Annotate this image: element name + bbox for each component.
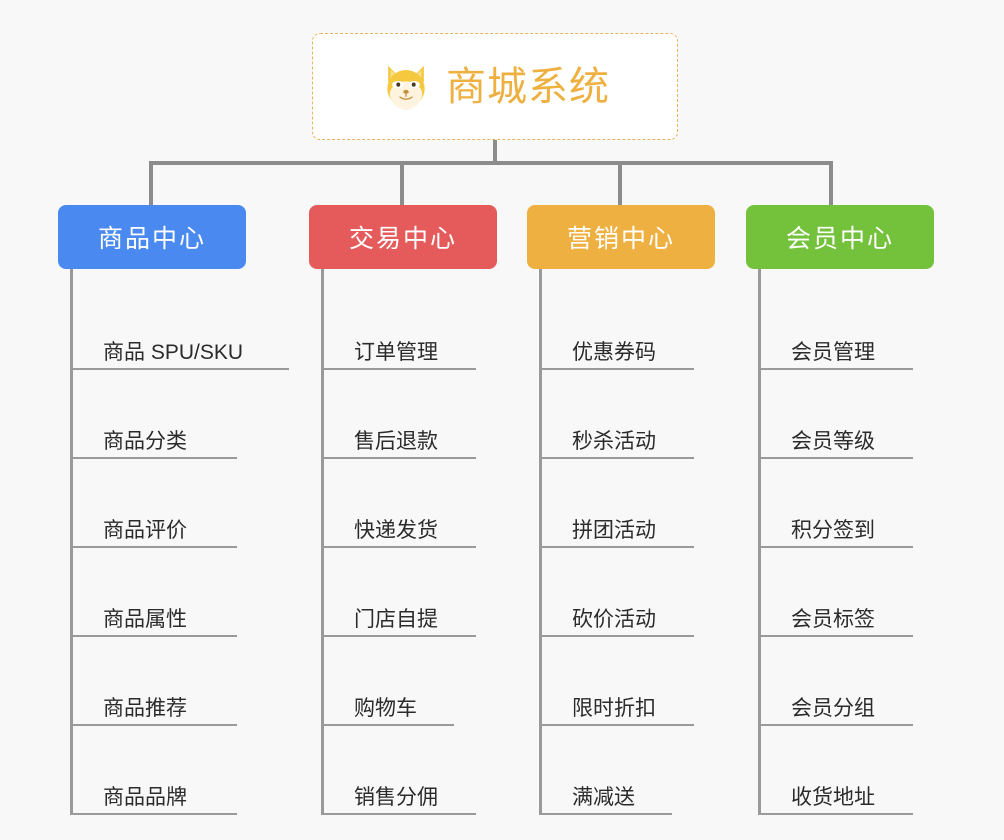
root-node[interactable]: 商城系统 (312, 33, 678, 140)
list-item-label: 购物车 (354, 696, 417, 720)
list-item-rule (758, 813, 913, 815)
branch-column-4: 会员中心 会员管理 会员等级 积分签到 会员标签 会员分组 收货地址 (746, 205, 934, 815)
branch-header-1[interactable]: 商品中心 (58, 205, 246, 269)
list-item-label: 会员分组 (791, 696, 875, 720)
list-item-label: 快递发货 (354, 518, 438, 542)
list-item[interactable]: 售后退款 (321, 370, 497, 459)
branch-items-4: 会员管理 会员等级 积分签到 会员标签 会员分组 收货地址 (758, 269, 934, 815)
list-item[interactable]: 商品 SPU/SKU (70, 281, 289, 370)
list-item[interactable]: 积分签到 (758, 459, 934, 548)
list-item-label: 限时折扣 (572, 696, 656, 720)
branch-header-label: 营销中心 (566, 225, 675, 253)
list-item-label: 拼团活动 (572, 518, 656, 542)
branch-header-label: 交易中心 (348, 225, 457, 253)
list-item-label: 订单管理 (354, 340, 438, 364)
list-item-label: 商品评价 (103, 518, 187, 542)
list-item-label: 商品品牌 (103, 785, 187, 809)
branch-column-2: 交易中心 订单管理 售后退款 快递发货 门店自提 购物车 销售分佣 (309, 205, 497, 815)
connector-drop-4 (829, 161, 833, 205)
list-item[interactable]: 商品分类 (70, 370, 246, 459)
list-item-rule (321, 813, 476, 815)
list-item-label: 商品分类 (103, 429, 187, 453)
list-item[interactable]: 销售分佣 (321, 726, 497, 815)
list-item[interactable]: 商品推荐 (70, 637, 246, 726)
list-item-label: 销售分佣 (354, 785, 438, 809)
list-item-rule (539, 724, 694, 726)
list-item-rule (539, 813, 672, 815)
connector-drop-3 (618, 161, 622, 205)
list-item[interactable]: 优惠券码 (539, 281, 715, 370)
list-item-rule (758, 635, 913, 637)
list-item-rule (758, 457, 913, 459)
branch-header-label: 会员中心 (785, 225, 894, 253)
root-title: 商城系统 (446, 64, 610, 109)
list-item[interactable]: 商品品牌 (70, 726, 246, 815)
list-item[interactable]: 购物车 (321, 637, 497, 726)
branch-column-3: 营销中心 优惠券码 秒杀活动 拼团活动 砍价活动 限时折扣 满减送 (527, 205, 715, 815)
connector-root-stem (493, 140, 497, 165)
shiba-dog-face-icon (380, 61, 432, 113)
branch-items-2: 订单管理 售后退款 快递发货 门店自提 购物车 销售分佣 (321, 269, 497, 815)
list-item[interactable]: 砍价活动 (539, 548, 715, 637)
list-item[interactable]: 满减送 (539, 726, 715, 815)
list-item-rule (321, 724, 454, 726)
root-node-content: 商城系统 (380, 61, 610, 113)
list-item-label: 会员管理 (791, 340, 875, 364)
list-item[interactable]: 拼团活动 (539, 459, 715, 548)
list-item[interactable]: 限时折扣 (539, 637, 715, 726)
list-item-rule (321, 635, 476, 637)
list-item-rule (70, 635, 237, 637)
list-item-rule (758, 368, 913, 370)
branch-column-1: 商品中心 商品 SPU/SKU 商品分类 商品评价 商品属性 商品推荐 商品品牌 (58, 205, 289, 815)
list-item-rule (539, 368, 694, 370)
list-item-label: 商品属性 (103, 607, 187, 631)
list-item-label: 会员标签 (791, 607, 875, 631)
list-item-rule (539, 635, 694, 637)
list-item-label: 会员等级 (791, 429, 875, 453)
branch-header-2[interactable]: 交易中心 (309, 205, 497, 269)
list-item-label: 收货地址 (791, 785, 875, 809)
list-item[interactable]: 会员标签 (758, 548, 934, 637)
branch-header-4[interactable]: 会员中心 (746, 205, 934, 269)
list-item[interactable]: 会员分组 (758, 637, 934, 726)
list-item-label: 积分签到 (791, 518, 875, 542)
list-item[interactable]: 秒杀活动 (539, 370, 715, 459)
branch-items-3: 优惠券码 秒杀活动 拼团活动 砍价活动 限时折扣 满减送 (539, 269, 715, 815)
list-item-rule (70, 546, 237, 548)
list-item-rule (758, 546, 913, 548)
list-item-rule (70, 457, 237, 459)
list-item-label: 满减送 (572, 785, 635, 809)
connector-drop-1 (149, 161, 153, 205)
list-item-rule (321, 457, 476, 459)
list-item-rule (70, 368, 289, 370)
list-item[interactable]: 快递发货 (321, 459, 497, 548)
connector-drop-2 (400, 161, 404, 205)
list-item-label: 商品 SPU/SKU (103, 340, 244, 364)
list-item-rule (539, 546, 694, 548)
list-item-rule (321, 368, 476, 370)
list-item-label: 门店自提 (354, 607, 438, 631)
list-item[interactable]: 订单管理 (321, 281, 497, 370)
list-item[interactable]: 商品属性 (70, 548, 246, 637)
list-item-rule (539, 457, 694, 459)
list-item[interactable]: 收货地址 (758, 726, 934, 815)
connector-horizontal-bus (149, 161, 833, 165)
list-item-label: 砍价活动 (572, 607, 656, 631)
list-item-label: 秒杀活动 (572, 429, 656, 453)
list-item-rule (70, 724, 237, 726)
list-item-rule (70, 813, 237, 815)
list-item[interactable]: 门店自提 (321, 548, 497, 637)
list-item-label: 优惠券码 (572, 340, 656, 364)
list-item-label: 商品推荐 (103, 696, 187, 720)
list-item[interactable]: 商品评价 (70, 459, 246, 548)
branch-header-3[interactable]: 营销中心 (527, 205, 715, 269)
branch-header-label: 商品中心 (97, 225, 206, 253)
list-item[interactable]: 会员管理 (758, 281, 934, 370)
list-item-label: 售后退款 (354, 429, 438, 453)
branch-items-1: 商品 SPU/SKU 商品分类 商品评价 商品属性 商品推荐 商品品牌 (70, 269, 289, 815)
list-item-rule (758, 724, 913, 726)
list-item-rule (321, 546, 476, 548)
list-item[interactable]: 会员等级 (758, 370, 934, 459)
